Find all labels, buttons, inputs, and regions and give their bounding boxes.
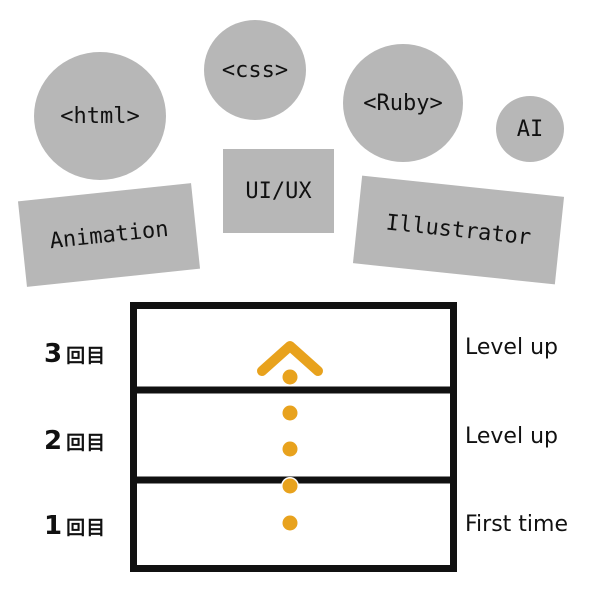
dot-icon: [282, 515, 298, 531]
skill-label: <Ruby>: [363, 90, 443, 116]
level-number: 3: [44, 339, 63, 369]
skill-bubble-html: <html>: [34, 52, 166, 180]
level-count-1: 1 回目: [44, 509, 118, 543]
skill-label: UI/UX: [245, 178, 312, 204]
dot-icon: [282, 478, 298, 494]
ladder-frame: [130, 302, 457, 572]
skill-card-illustrator: Illustrator: [352, 175, 565, 285]
level-unit: 回目: [66, 344, 107, 367]
level-status-3: Level up: [465, 335, 558, 360]
level-status-1: First time: [465, 512, 568, 537]
skill-bubble-ai: AI: [496, 96, 564, 162]
level-unit: 回目: [66, 516, 107, 539]
level-count-3: 3 回目: [44, 337, 118, 371]
level-status-2: Level up: [465, 424, 558, 449]
ladder-graphic: [130, 302, 457, 572]
dot-icon: [282, 405, 298, 421]
skill-label: AI: [516, 116, 544, 142]
level-number: 2: [44, 426, 63, 456]
level-number: 1: [44, 511, 63, 541]
skill-label: Animation: [48, 216, 170, 254]
skill-label: <html>: [60, 103, 140, 129]
level-count-2: 2 回目: [44, 424, 118, 458]
skill-card-uiux: UI/UX: [223, 149, 334, 233]
dot-icon: [282, 369, 298, 385]
chevron-up-icon: [257, 341, 323, 376]
skill-bubble-css: <css>: [204, 20, 306, 120]
skill-card-animation: Animation: [17, 183, 201, 287]
level-unit: 回目: [66, 431, 107, 454]
level-ladder: [130, 302, 457, 572]
skill-label: <css>: [221, 57, 289, 83]
skill-bubble-ruby: <Ruby>: [343, 44, 463, 162]
dot-icon: [282, 441, 298, 457]
skill-label: Illustrator: [384, 209, 533, 251]
